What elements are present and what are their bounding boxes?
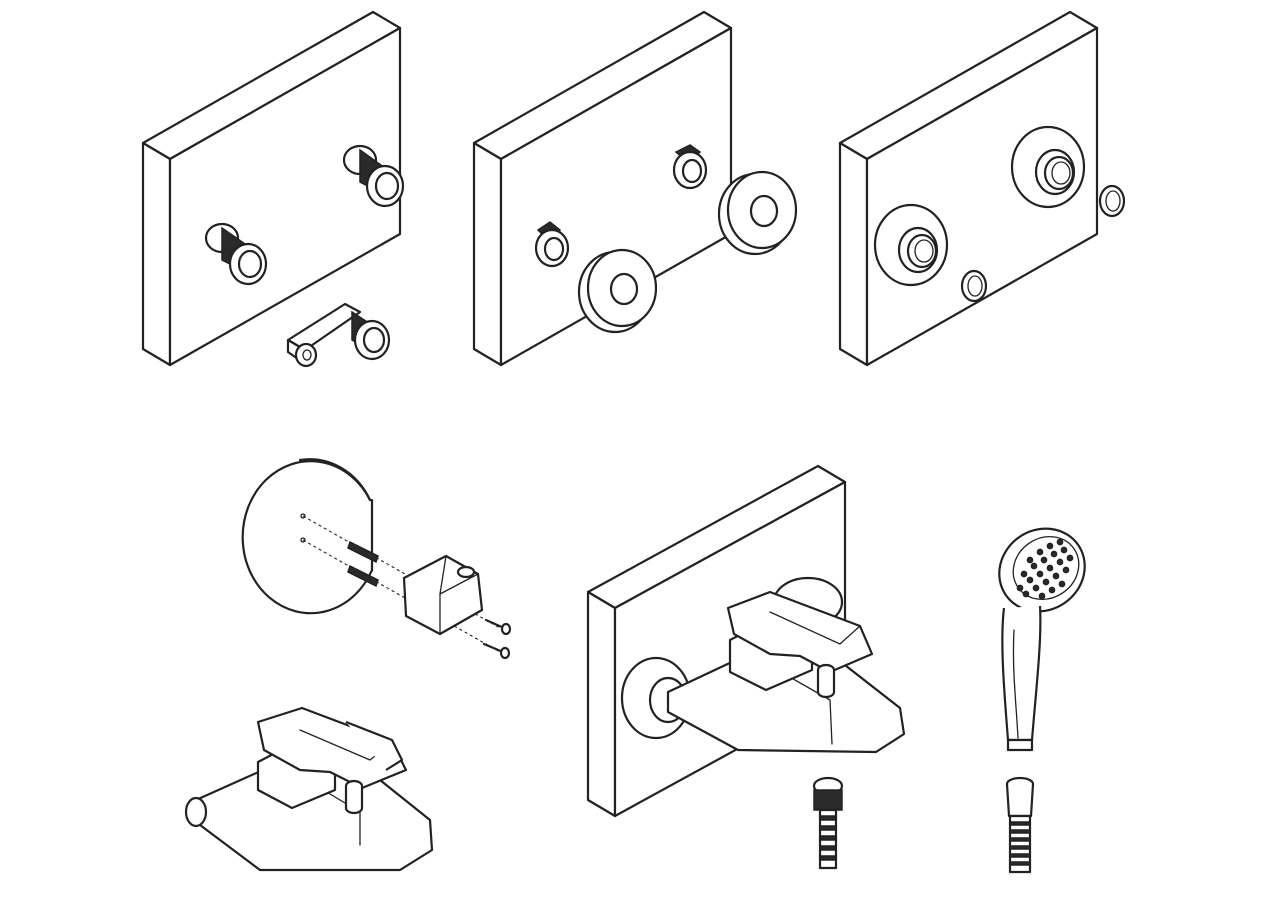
wall-plug-lower <box>347 564 379 588</box>
rosette-upper <box>717 170 798 256</box>
diverter-knob <box>344 779 364 815</box>
shower-holder-bracket <box>402 554 484 636</box>
wall-disc <box>241 458 374 615</box>
connector-upper <box>672 144 708 190</box>
eccentric-connector-upper <box>342 144 405 208</box>
wall-panel <box>472 10 733 367</box>
wall-panel <box>141 10 402 367</box>
screw-lower <box>482 642 511 660</box>
connector-with-offset-arm <box>286 302 391 368</box>
step-2-wall-rosettes <box>472 10 798 367</box>
step-4-holder-mounting <box>241 458 512 660</box>
step-1-wall-connectors <box>141 10 405 368</box>
diverter-knob <box>816 663 836 699</box>
mounted-rosette-upper <box>1010 125 1086 209</box>
wall-plug-upper <box>347 540 379 564</box>
shower-hose-end <box>1005 776 1035 874</box>
connector-lower <box>534 221 570 268</box>
hand-shower-head <box>998 527 1086 613</box>
step-5-bath-mixer <box>184 706 434 872</box>
step-7-hand-shower <box>998 527 1086 874</box>
hand-shower-grip <box>1001 605 1042 752</box>
hose-nut-connector <box>812 776 844 870</box>
eccentric-connector-lower <box>204 222 268 286</box>
step-6-mixer-on-wall <box>586 464 906 870</box>
washer-right <box>1098 184 1126 218</box>
step-3-wall-rosettes-washers <box>838 10 1126 367</box>
rosette-lower <box>577 248 658 334</box>
screw-upper <box>484 618 512 636</box>
mounted-rosette-lower <box>873 203 949 287</box>
washer-lower <box>960 269 988 303</box>
